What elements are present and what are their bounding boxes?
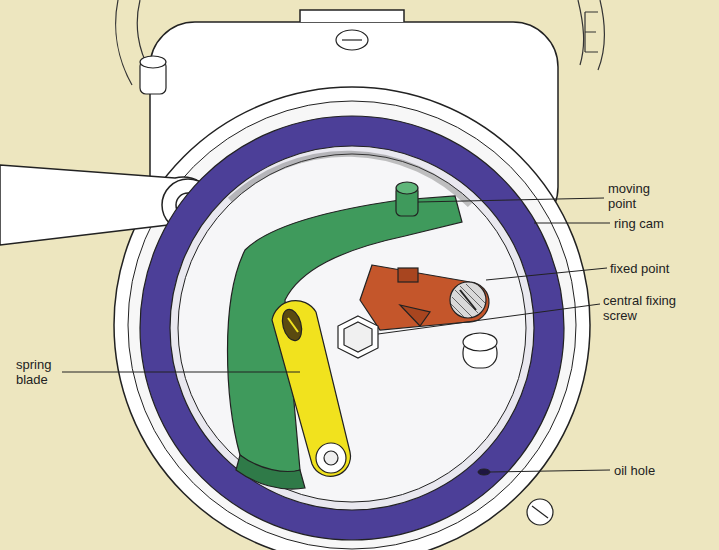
part-label: central fixing screw <box>603 293 683 323</box>
cam-follower-knob-part <box>463 333 497 351</box>
oil-hole <box>478 469 490 475</box>
housing <box>114 10 590 550</box>
leader-line-part <box>418 198 604 202</box>
background-lines-part <box>578 0 584 65</box>
housing-screw-part <box>532 506 548 518</box>
central-fixing-screw-part <box>344 322 372 352</box>
housing-screw <box>527 499 553 525</box>
part-label: moving point <box>608 181 670 211</box>
background-lines-part <box>116 0 132 85</box>
moving-point-arm <box>228 182 463 489</box>
oil-hole-part <box>478 469 490 475</box>
spring-blade-part <box>279 307 305 343</box>
part-label: spring blade <box>16 357 70 387</box>
leader-line-part <box>490 470 610 472</box>
top-screw-part <box>342 39 362 40</box>
fixed-point-plate-part <box>400 305 430 326</box>
fixed-point-plate-part <box>360 265 489 330</box>
leader-line <box>62 198 610 472</box>
top-screw-part <box>336 30 368 50</box>
housing-part <box>300 10 404 22</box>
cam-follower-knob <box>463 333 497 368</box>
spring-blade-part <box>316 443 346 473</box>
moving-point-arm-part <box>396 182 418 194</box>
fixed-point-plate-part <box>398 268 418 282</box>
fixed-contact-part <box>451 284 485 317</box>
top-screw <box>336 30 368 50</box>
leader-line-part <box>534 223 610 224</box>
terminal-post <box>140 56 166 94</box>
housing-screw-part <box>527 499 553 525</box>
fixed-contact-part <box>460 290 476 310</box>
leader-line-part <box>62 372 300 373</box>
part-label: oil hole <box>614 463 694 478</box>
fixed-contact <box>450 282 486 318</box>
terminal-post-part <box>140 56 166 68</box>
fixed-contact-part <box>450 282 486 318</box>
background-lines-part <box>585 12 598 52</box>
housing-part <box>114 87 590 550</box>
central-fixing-screw <box>338 316 378 358</box>
housing-part <box>128 101 576 549</box>
background-lines-part <box>598 0 604 70</box>
moving-point-arm-part <box>236 455 305 489</box>
ring-cam-part <box>140 116 564 540</box>
leader-line-part <box>378 304 600 334</box>
central-fixing-screw-part <box>338 316 378 358</box>
spring-blade-part <box>272 301 350 477</box>
leader-line-part <box>486 268 607 280</box>
part-label: ring cam <box>614 216 694 231</box>
spring-blade-part <box>324 451 338 465</box>
part-label: fixed point <box>610 261 700 276</box>
spring-blade <box>272 301 350 477</box>
ring-cam <box>140 116 564 540</box>
ring-cam-part <box>178 154 526 502</box>
spring-blade-part <box>288 318 298 332</box>
fixed-point-plate <box>360 265 489 330</box>
